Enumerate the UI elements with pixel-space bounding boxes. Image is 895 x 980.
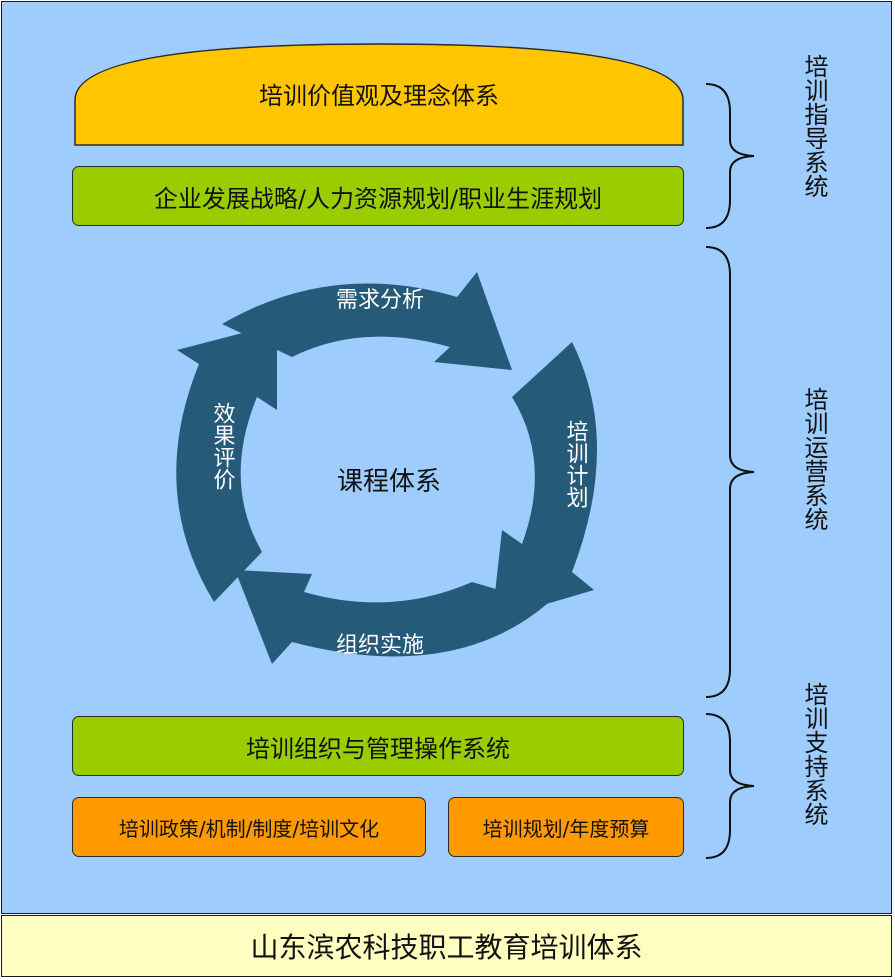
values-label: 培训价值观及理念体系: [259, 82, 499, 110]
dome-shape: [74, 43, 684, 146]
strategy-label: 企业发展战略/人力资源规划/职业生涯规划: [153, 184, 603, 213]
cycle-center-label: 课程体系: [337, 467, 441, 497]
main-panel: 培训价值观及理念体系 企业发展战略/人力资源规划/职业生涯规划 课程体系 需求分…: [1, 1, 892, 914]
arrow-implementation: [235, 570, 547, 664]
brace-guidance: [705, 83, 755, 229]
budget-label: 培训规划/年度预算: [482, 816, 650, 841]
values-dome: 培训价值观及理念体系: [74, 42, 684, 146]
management-label: 培训组织与管理操作系统: [246, 734, 510, 763]
brace-support: [705, 713, 755, 859]
side-label-support: 培训支持系统: [800, 682, 828, 826]
budget-box: 培训规划/年度预算: [448, 797, 684, 857]
step-needs-analysis: 需求分析: [336, 288, 424, 313]
brace-operation: [705, 246, 755, 698]
arrow-evaluation: [176, 324, 277, 602]
strategy-box: 企业发展战略/人力资源规划/职业生涯规划: [72, 166, 684, 226]
side-label-guidance: 培训指导系统: [800, 54, 828, 198]
policy-label: 培训政策/机制/制度/培训文化: [118, 816, 380, 841]
cycle-diagram: 课程体系 需求分析 组织实施 培训计划 效果评价: [176, 272, 597, 664]
management-box: 培训组织与管理操作系统: [72, 716, 684, 776]
policy-box: 培训政策/机制/制度/培训文化: [72, 797, 426, 857]
step-evaluation: 效果评价: [210, 402, 236, 490]
arrow-training-plan: [492, 342, 597, 620]
footer-title: 山东滨农科技职工教育培训体系: [250, 931, 643, 964]
footer-title-bar: 山东滨农科技职工教育培训体系: [1, 915, 892, 977]
step-implementation: 组织实施: [336, 633, 424, 658]
step-training-plan: 培训计划: [563, 420, 589, 508]
cycle-arrows: [176, 272, 597, 664]
side-label-operation: 培训运营系统: [800, 387, 828, 531]
arrow-needs-analysis: [222, 272, 512, 370]
